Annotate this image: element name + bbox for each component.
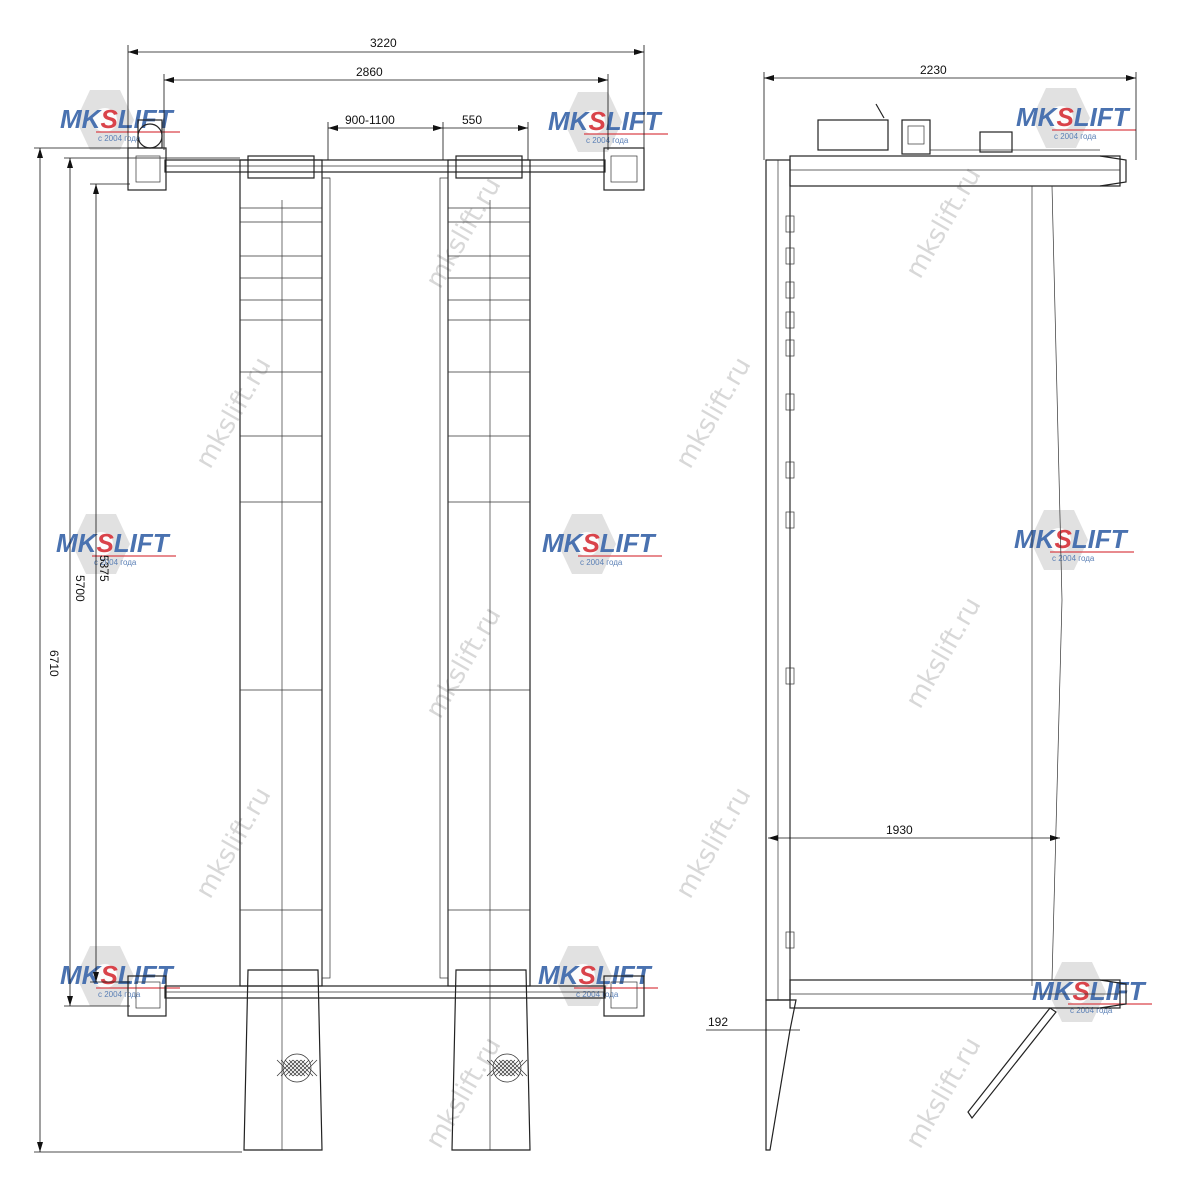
logo-tagline: с 2004 года	[576, 990, 619, 999]
dim-top-overall-label: 3220	[370, 36, 397, 50]
side-ramp	[967, 1007, 1057, 1120]
logo-wordmark: MKSLIFT	[60, 960, 175, 990]
watermark-url: mkslift.ru	[420, 602, 507, 723]
watermark-url: mkslift.ru	[420, 1032, 507, 1153]
dim-track-width-label: 550	[462, 113, 482, 127]
logo-tagline: с 2004 года	[98, 134, 141, 143]
logo-wordmark: MKSLIFT	[56, 528, 171, 558]
watermark-url: mkslift.ru	[670, 352, 757, 473]
dim-side-width: 2230	[763, 63, 1137, 160]
watermark-url: mkslift.ru	[900, 162, 987, 283]
logo-wordmark: MKSLIFT	[538, 960, 653, 990]
logo-wordmark: MKSLIFT	[542, 528, 657, 558]
dim-length-overall: 6710	[34, 147, 242, 1153]
dim-side-height: 192	[706, 1015, 800, 1031]
dim-track-gap-label: 900-1100	[345, 113, 395, 127]
dim-length-inner: 5375	[90, 183, 130, 983]
left-ramp-grip	[276, 1053, 318, 1083]
logo-wordmark: MKSLIFT	[60, 104, 175, 134]
watermark-url: mkslift.ru	[900, 1032, 987, 1153]
dim-side-inner-label: 1930	[886, 823, 913, 837]
side-power-unit	[817, 119, 889, 151]
dim-length-inner-label: 5375	[97, 555, 111, 582]
logo-wordmark: MKSLIFT	[548, 106, 663, 136]
logo-tagline: с 2004 года	[98, 990, 141, 999]
watermark-url: mkslift.ru	[190, 352, 277, 473]
logo-tagline: с 2004 года	[94, 558, 137, 567]
top-crossbeam	[127, 119, 645, 191]
logo-tagline: с 2004 года	[1054, 132, 1097, 141]
watermark-url: mkslift.ru	[900, 592, 987, 713]
logo-wordmark: MKSLIFT	[1032, 976, 1147, 1006]
dim-track-width: 550	[443, 113, 529, 160]
dim-side-height-label: 192	[708, 1015, 728, 1029]
logo-tagline: с 2004 года	[1052, 554, 1095, 563]
logo-tagline: с 2004 года	[1070, 1006, 1113, 1015]
dim-length-platform-label: 5700	[73, 575, 87, 602]
left-runway	[239, 155, 331, 1151]
dim-top-inner: 2860	[163, 65, 609, 150]
right-ramp-grip	[486, 1053, 528, 1083]
logo-wordmark: MKSLIFT	[1014, 524, 1129, 554]
right-runway	[439, 155, 531, 1151]
dim-side-inner: 1930	[768, 823, 1060, 841]
watermark-url: mkslift.ru	[190, 782, 277, 903]
dim-length-overall-label: 6710	[47, 650, 61, 677]
logo-wordmark: MKSLIFT	[1016, 102, 1131, 132]
dim-top-overall: 3220	[127, 36, 645, 160]
dim-length-platform: 5700	[64, 157, 240, 1007]
dim-track-gap: 900-1100	[327, 113, 444, 160]
side-view: 2230 1930	[706, 63, 1137, 1151]
logo-tagline: с 2004 года	[580, 558, 623, 567]
top-view: 3220 2860 900-1100 550	[34, 36, 645, 1153]
watermark-url: mkslift.ru	[670, 782, 757, 903]
bottom-crossbeam	[127, 975, 645, 1017]
logo-tagline: с 2004 года	[586, 136, 629, 145]
watermark-url: mkslift.ru	[420, 172, 507, 293]
dim-top-inner-label: 2860	[356, 65, 383, 79]
dim-side-width-label: 2230	[920, 63, 947, 77]
